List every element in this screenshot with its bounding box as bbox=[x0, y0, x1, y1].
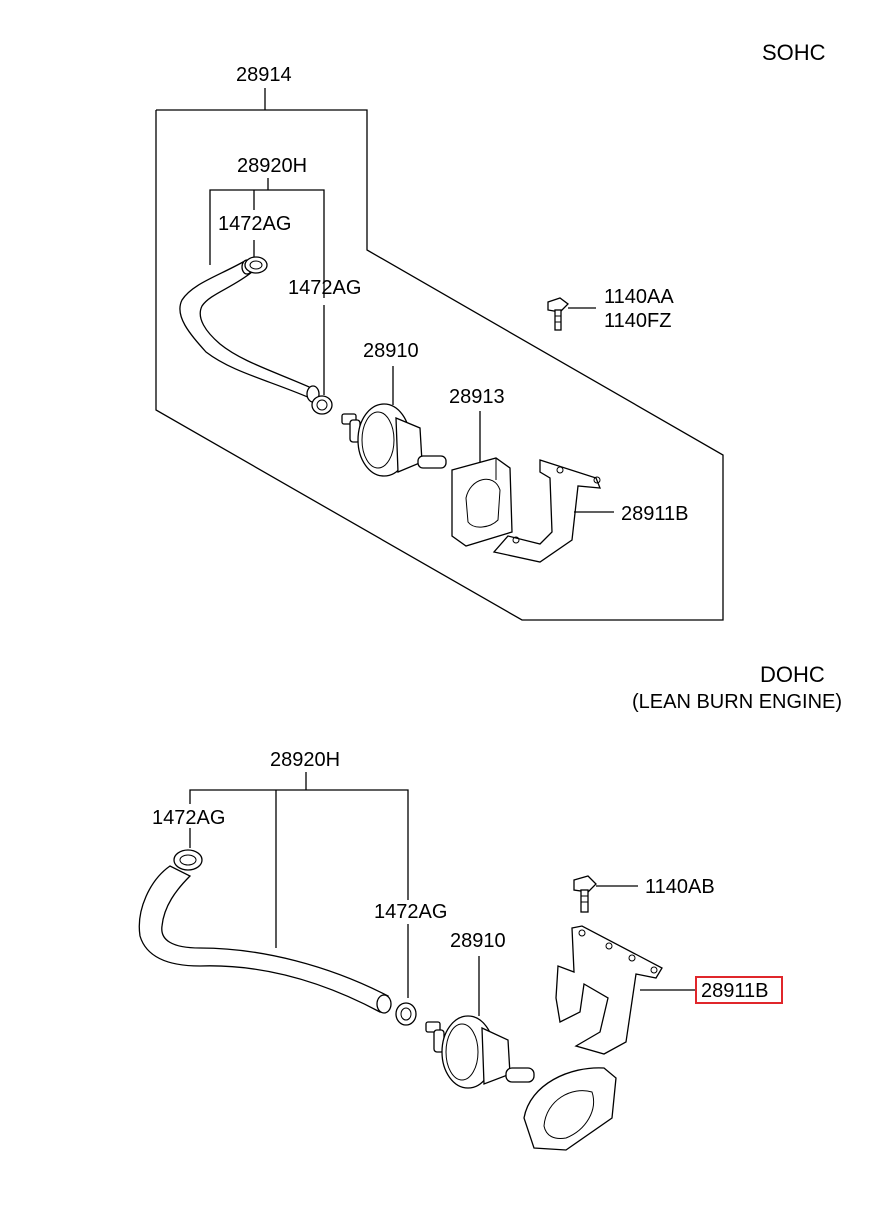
dohc-title: DOHC bbox=[760, 662, 825, 687]
sohc-valve-holder bbox=[451, 457, 513, 547]
dohc-label-1472AG-right[interactable]: 1472AG bbox=[374, 901, 447, 923]
sohc-clamp-left-icon bbox=[244, 256, 268, 274]
sohc-title: SOHC bbox=[762, 40, 826, 65]
sohc-assembly-outline bbox=[155, 88, 724, 621]
sohc-hose-leader bbox=[209, 178, 325, 395]
sohc-bolt-icon bbox=[547, 297, 569, 331]
dohc-valve-holder bbox=[523, 1067, 617, 1151]
dohc-mounting-bracket bbox=[555, 925, 663, 1055]
sohc-label-1472AG-left[interactable]: 1472AG bbox=[218, 213, 291, 235]
dohc-label-1140AB[interactable]: 1140AB bbox=[645, 876, 715, 898]
sohc-label-28913[interactable]: 28913 bbox=[449, 386, 505, 408]
dohc-label-28920H[interactable]: 28920H bbox=[270, 749, 340, 771]
sohc-mounting-bracket bbox=[492, 459, 601, 563]
dohc-vacuum-hose bbox=[138, 865, 392, 1014]
dohc-subtitle: (LEAN BURN ENGINE) bbox=[632, 691, 842, 713]
sohc-purge-control-valve bbox=[341, 403, 447, 477]
dohc-purge-control-valve bbox=[425, 1015, 535, 1089]
dohc-hose-leader bbox=[189, 772, 409, 998]
sohc-label-28910[interactable]: 28910 bbox=[363, 340, 419, 362]
sohc-label-1140FZ[interactable]: 1140FZ bbox=[604, 310, 671, 332]
sohc-label-28914[interactable]: 28914 bbox=[236, 64, 292, 86]
sohc-label-28911B[interactable]: 28911B bbox=[621, 503, 688, 525]
dohc-bolt-icon bbox=[573, 875, 597, 913]
dohc-label-28911B[interactable]: 28911B bbox=[701, 980, 768, 1002]
sohc-clamp-right-icon bbox=[311, 395, 333, 415]
sohc-section: SOHC 28914 28920H 1472AG 1472AG bbox=[155, 40, 826, 621]
dohc-clamp-left-icon bbox=[173, 849, 203, 871]
sohc-label-1472AG-right[interactable]: 1472AG bbox=[288, 277, 361, 299]
sohc-label-28920H[interactable]: 28920H bbox=[237, 155, 307, 177]
dohc-28911B-highlight-box bbox=[695, 976, 783, 1004]
dohc-label-1472AG-left[interactable]: 1472AG bbox=[152, 807, 225, 829]
dohc-clamp-right-icon bbox=[395, 1002, 417, 1026]
sohc-label-1140AA[interactable]: 1140AA bbox=[604, 286, 674, 308]
dohc-section: DOHC (LEAN BURN ENGINE) 28920H 1472AG 14… bbox=[138, 662, 842, 1151]
dohc-label-28910[interactable]: 28910 bbox=[450, 930, 506, 952]
